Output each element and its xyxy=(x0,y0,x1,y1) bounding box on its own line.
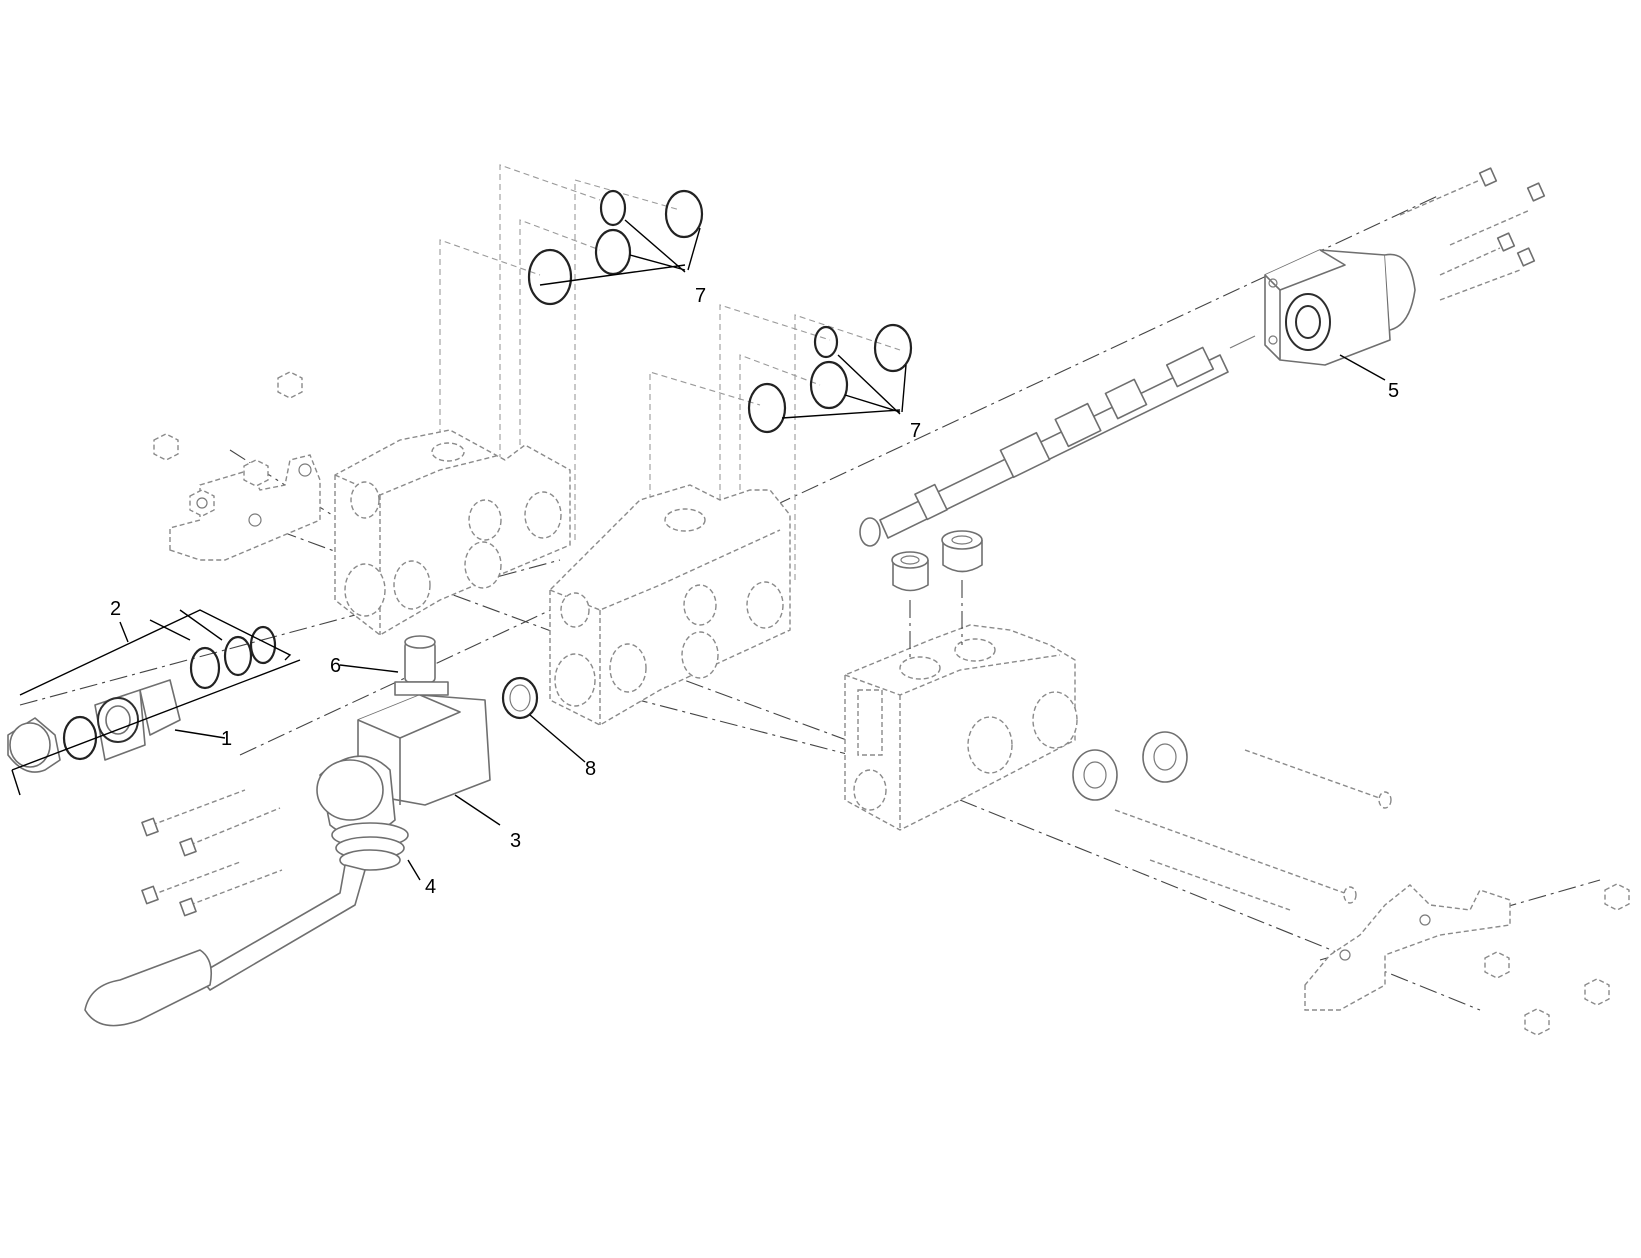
callout-leaders xyxy=(119,219,1386,881)
cap-screws-lower-left xyxy=(141,789,283,917)
seal-8 xyxy=(501,676,539,720)
spool-assembly xyxy=(859,335,1256,547)
callout-1: 1 xyxy=(221,728,232,750)
o-rings-upper-group xyxy=(527,189,704,306)
control-housing-3 xyxy=(316,694,491,838)
o-rings-lower-group xyxy=(747,323,913,434)
callout-2: 2 xyxy=(110,598,121,620)
end-cover-block xyxy=(844,624,1078,831)
valve-section-block-2 xyxy=(549,484,791,726)
callout-4: 4 xyxy=(425,876,436,898)
port-plugs xyxy=(891,530,983,660)
control-lever xyxy=(84,864,366,1027)
hex-nut-group-left xyxy=(153,371,303,517)
detent-cap-assembly-5 xyxy=(1264,249,1416,366)
sensor-6 xyxy=(394,635,449,696)
callout-7-lower: 7 xyxy=(910,420,921,442)
bracket-lines-1-2 xyxy=(11,609,301,796)
right-mounting-bracket xyxy=(1304,884,1511,1011)
relief-valve-cartridge xyxy=(7,625,277,773)
tie-rods xyxy=(1114,749,1392,911)
cap-screws-top-right xyxy=(1399,167,1546,301)
valve-section-block-1 xyxy=(334,429,571,636)
callout-7-upper: 7 xyxy=(695,285,706,307)
callout-6: 6 xyxy=(330,655,341,677)
callout-8: 8 xyxy=(585,758,596,780)
callout-5: 5 xyxy=(1388,380,1399,402)
callout-3: 3 xyxy=(510,830,521,852)
spacer-nuts-right xyxy=(1072,731,1188,801)
hex-nut-group-right xyxy=(1484,883,1630,1036)
o-ring-guide-lines-upper xyxy=(439,164,681,560)
lever-boot-4 xyxy=(331,822,409,871)
